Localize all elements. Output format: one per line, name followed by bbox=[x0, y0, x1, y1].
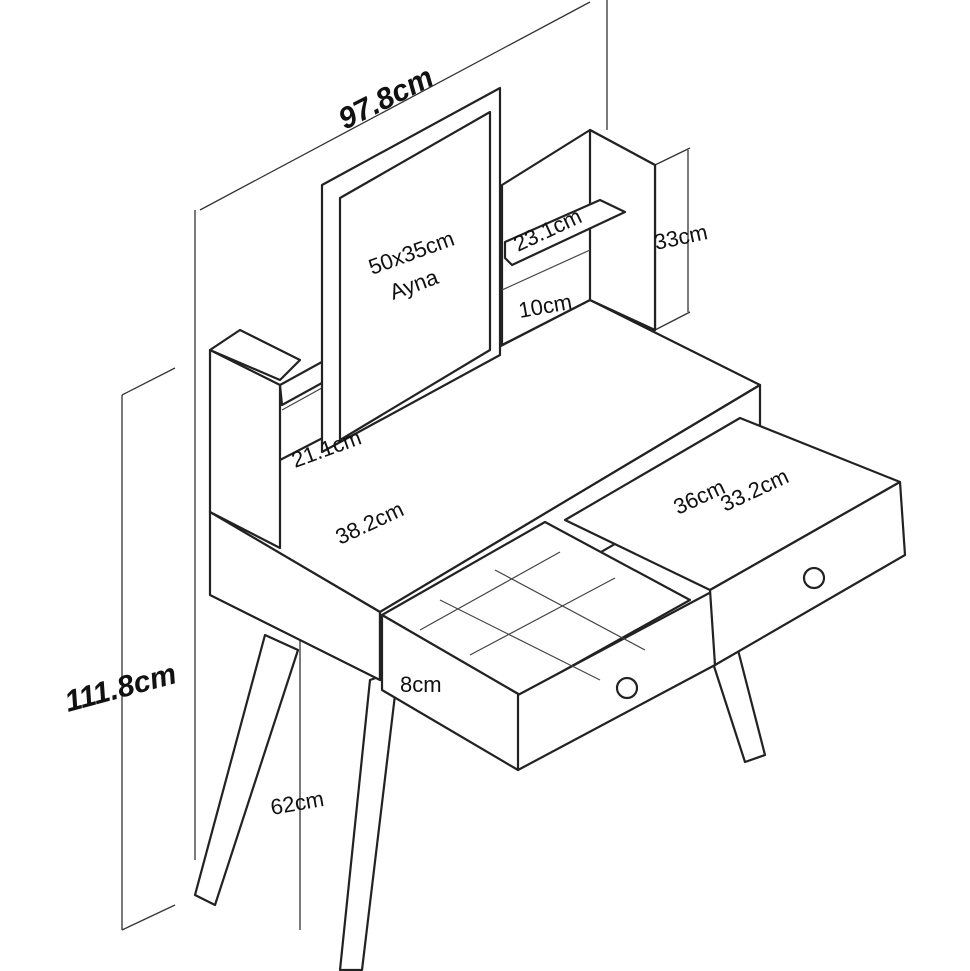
label-total-height: 111.8cm bbox=[61, 657, 180, 718]
hutch-right bbox=[500, 128, 657, 347]
leg-front-right bbox=[710, 648, 767, 764]
leg-rear-left bbox=[193, 633, 300, 907]
knob-left bbox=[615, 676, 639, 700]
label-hutch-height: 33cm bbox=[652, 219, 710, 255]
label-total-width: 97.8cm bbox=[333, 61, 439, 137]
knob-right bbox=[802, 566, 826, 590]
mirror bbox=[320, 86, 502, 454]
label-leg-height: 62cm bbox=[269, 786, 326, 820]
label-drawer-height: 8cm bbox=[400, 672, 442, 697]
leg-front-left bbox=[338, 668, 400, 971]
left-drawer bbox=[380, 520, 717, 772]
legs bbox=[193, 633, 767, 971]
right-drawer bbox=[563, 416, 907, 667]
